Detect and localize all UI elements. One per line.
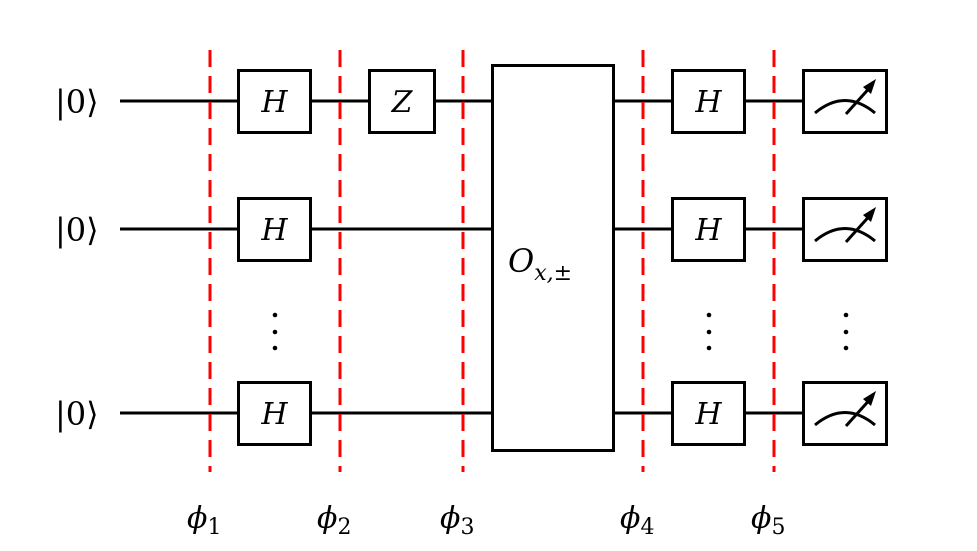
hadamard-gate-left-1: H xyxy=(237,69,312,134)
z-gate: Z xyxy=(368,69,436,134)
barriers xyxy=(208,50,776,472)
ellipsis-measurement xyxy=(843,312,849,351)
barrier-label-phi-2: ϕ2 xyxy=(317,501,351,540)
ellipsis-left-h xyxy=(272,312,278,351)
measurement-meter-icon xyxy=(814,391,876,428)
hadamard-gate-right-1: H xyxy=(671,69,746,134)
hadamard-gate-label: H xyxy=(694,213,722,248)
hadamard-gate-label: H xyxy=(260,85,288,120)
hadamard-gate-left-n: H xyxy=(237,381,312,446)
measurement-meter-icon xyxy=(814,207,876,244)
hadamard-gate-label: H xyxy=(260,397,288,432)
qubit-label-2: |0⟩ xyxy=(55,211,99,249)
barrier-labels: ϕ1 ϕ2 ϕ3 ϕ4 ϕ5 xyxy=(187,501,785,540)
hadamard-gate-label: H xyxy=(694,397,722,432)
hadamard-gate-label: H xyxy=(260,213,288,248)
ellipsis-right-h xyxy=(706,312,712,351)
hadamard-gate-right-2: H xyxy=(671,197,746,262)
oracle-gate-label: Ox,± xyxy=(508,242,572,286)
measurement-2 xyxy=(802,197,888,262)
qubit-labels: |0⟩ |0⟩ |0⟩ xyxy=(55,83,99,433)
qubit-label-1: |0⟩ xyxy=(55,83,99,121)
hadamard-gate-right-n: H xyxy=(671,381,746,446)
hadamard-gate-left-2: H xyxy=(237,197,312,262)
oracle-gate: Ox,± xyxy=(491,64,615,452)
z-gate-label: Z xyxy=(391,85,414,120)
wires xyxy=(120,99,803,415)
barrier-label-phi-5: ϕ5 xyxy=(751,501,785,540)
qubit-label-n: |0⟩ xyxy=(55,395,99,433)
measurement-n xyxy=(802,381,888,446)
measurement-meter-icon xyxy=(814,79,876,116)
hadamard-gate-label: H xyxy=(694,85,722,120)
measurement-1 xyxy=(802,69,888,134)
barrier-label-phi-1: ϕ1 xyxy=(187,501,221,540)
barrier-label-phi-3: ϕ3 xyxy=(440,501,474,540)
barrier-label-phi-4: ϕ4 xyxy=(620,501,654,540)
